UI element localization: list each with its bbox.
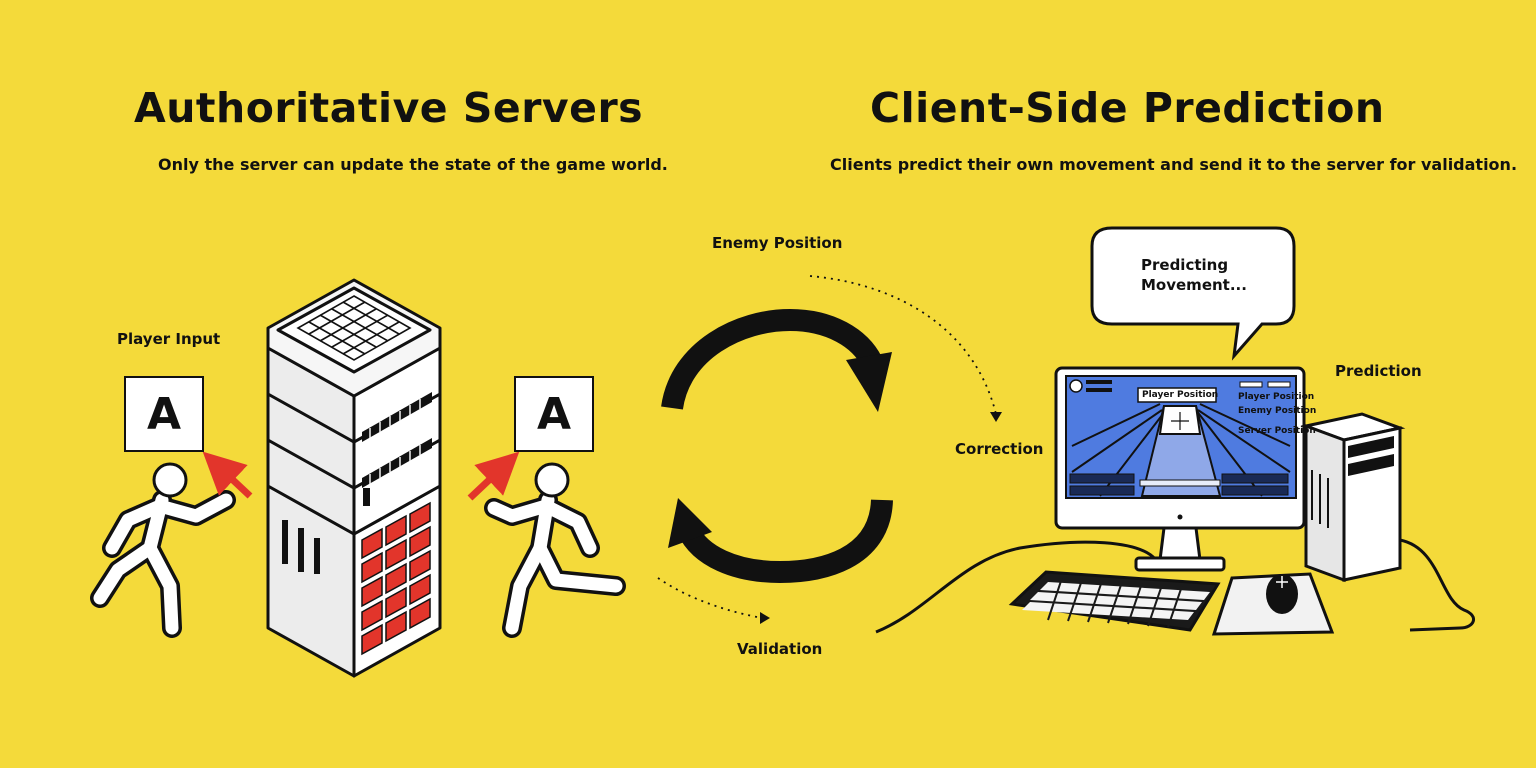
correction-path bbox=[809, 275, 997, 415]
runner-icon bbox=[484, 462, 626, 638]
right-subtitle: Clients predict their own movement and s… bbox=[830, 155, 1518, 174]
left-subtitle: Only the server can update the state of … bbox=[158, 155, 668, 174]
monitor-icon bbox=[1054, 366, 1306, 572]
bubble-line-2: Movement... bbox=[1141, 276, 1247, 294]
screen-side-label-2: Enemy Position bbox=[1238, 406, 1317, 416]
screen-side-label-1: Player Position bbox=[1238, 392, 1315, 402]
validation-label: Validation bbox=[737, 640, 823, 658]
key-a-icon: A bbox=[124, 376, 204, 452]
screen-side-label-3: Server Position bbox=[1238, 426, 1316, 436]
input-arrow bbox=[202, 451, 253, 499]
runner-icon bbox=[90, 462, 236, 638]
tower-pc-icon bbox=[1300, 412, 1475, 632]
left-title: Authoritative Servers bbox=[134, 84, 644, 132]
keyboard-icon bbox=[1008, 570, 1221, 632]
screen-player-position: Player Position bbox=[1142, 390, 1219, 400]
right-title: Client-Side Prediction bbox=[870, 84, 1385, 132]
correction-label: Correction bbox=[955, 440, 1044, 458]
mouse-icon bbox=[1211, 572, 1335, 636]
enemy-position-label: Enemy Position bbox=[712, 234, 843, 252]
prediction-label: Prediction bbox=[1335, 362, 1422, 380]
speech-bubble-icon bbox=[1090, 226, 1296, 361]
validation-path bbox=[657, 577, 763, 619]
input-arrow bbox=[467, 451, 520, 501]
bubble-line-1: Predicting bbox=[1141, 256, 1229, 274]
key-a-icon: A bbox=[514, 376, 594, 452]
cycle-arrows-icon bbox=[661, 308, 893, 584]
player-input-label: Player Input bbox=[117, 330, 221, 348]
